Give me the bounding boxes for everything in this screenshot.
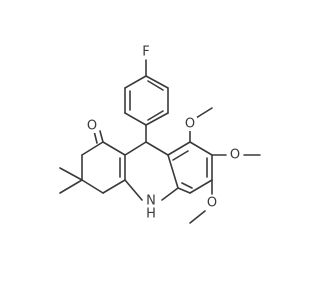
fluorophenyl-ring xyxy=(124,75,169,126)
methoxy-bond-1b xyxy=(195,107,213,119)
atom-labels: F O O O O N H xyxy=(86,45,242,222)
trimethoxyphenyl-ring xyxy=(167,141,213,194)
methoxy-bond-3b xyxy=(189,210,206,224)
methoxy-oxygen-1-label: O xyxy=(185,117,195,132)
cyclohexenone-ring xyxy=(81,141,126,194)
carbonyl-bond-1 xyxy=(99,130,104,143)
chemical-structure-diagram: F O O O O N H xyxy=(59,45,261,224)
methoxy-oxygen-2-label: O xyxy=(230,148,240,163)
methoxy-oxygen-3-label: O xyxy=(207,196,217,211)
methyl-bond-2 xyxy=(59,179,83,194)
carbonyl-oxygen-label: O xyxy=(87,119,97,134)
methyl-bond-1 xyxy=(59,167,83,181)
amine-h-label: H xyxy=(146,207,156,222)
amine-n-label: N xyxy=(146,194,156,209)
fluorine-label: F xyxy=(142,45,149,60)
central-ring xyxy=(124,141,179,201)
